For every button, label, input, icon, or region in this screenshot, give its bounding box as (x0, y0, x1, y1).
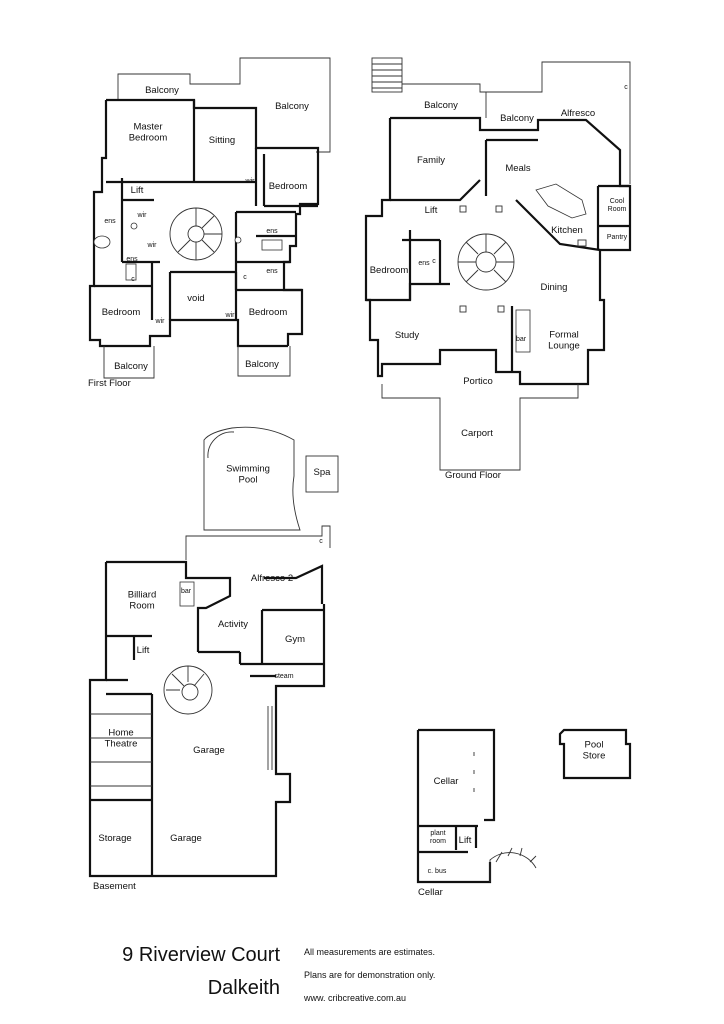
room-label-ens: ens (418, 260, 430, 267)
room-label-balcony-sw: Balcony (114, 361, 148, 372)
room-label-pantry: Pantry (607, 234, 628, 241)
room-label-ens-master: ens (104, 218, 116, 225)
room-label-wir-se: wir (225, 312, 236, 319)
room-label-bar: bar (516, 336, 527, 343)
room-label-balcony-se: Balcony (245, 359, 279, 370)
room-label-bedroom-sw: Bedroom (102, 307, 141, 318)
disclaimer-demonstration: Plans are for demonstration only. (304, 970, 436, 980)
basement-label: Basement (93, 881, 136, 892)
room-label-balcony-mid: Balcony (500, 113, 534, 124)
room-label-lift: Lift (137, 645, 150, 656)
room-label-c: c (319, 538, 323, 545)
basement-plan (88, 426, 339, 878)
room-label-meals: Meals (505, 163, 531, 174)
room-label-wir-master-b: wir (147, 242, 158, 249)
room-label-storage: Storage (98, 833, 131, 844)
room-label-balcony-right: Balcony (275, 101, 309, 112)
cellar-plan (416, 728, 632, 884)
room-label-bedroom: Bedroom (370, 265, 409, 276)
room-label-wir-ne: wir (245, 178, 256, 185)
room-label-alfresco: Alfresco (561, 108, 595, 119)
room-label-study: Study (395, 330, 420, 341)
address-line-1: 9 Riverview Court (122, 944, 280, 966)
room-label-alfresco2: Alfresco 2 (251, 573, 293, 584)
room-label-lift: Lift (459, 835, 472, 846)
room-label-c-small: c (243, 274, 247, 281)
room-label-family: Family (417, 155, 445, 166)
room-label-ens-center: ens (126, 256, 138, 263)
ground-floor-plan (364, 57, 632, 471)
room-label-lift: Lift (425, 205, 438, 216)
room-label-balcony-top: Balcony (145, 85, 179, 96)
room-label-activity: Activity (218, 619, 248, 630)
room-label-balcony-left: Balcony (424, 100, 458, 111)
room-label-sitting: Sitting (209, 135, 235, 146)
room-label-kitchen: Kitchen (551, 225, 583, 236)
room-label-c-bus: c. bus (428, 868, 447, 875)
website-link[interactable]: www. cribcreative.com.au (304, 993, 407, 1003)
first-floor-plan (88, 57, 331, 379)
room-label-dining: Dining (541, 282, 568, 293)
room-label-ens-right: ens (266, 228, 278, 235)
room-label-steam: steam (274, 673, 293, 680)
room-label-cellar: Cellar (434, 776, 459, 787)
room-label-garage-lower: Garage (170, 833, 202, 844)
room-label-lift: Lift (131, 185, 144, 196)
room-label-void: void (187, 293, 204, 304)
room-label-bar: bar (181, 588, 192, 595)
disclaimer-measurements: All measurements are estimates. (304, 947, 436, 957)
address-line-2: Dalkeith (207, 977, 280, 999)
room-label-wir-sw: wir (155, 318, 166, 325)
room-label-wir-master-a: wir (137, 212, 148, 219)
room-label-ens-right2: ens (266, 268, 278, 275)
room-label-garage-upper: Garage (193, 745, 225, 756)
room-label-gym: Gym (285, 634, 305, 645)
room-label-c-small: c (432, 258, 436, 265)
room-label-portico: Portico (463, 376, 493, 387)
ground-floor-label: Ground Floor (445, 470, 501, 481)
room-label-spa: Spa (314, 467, 332, 478)
room-label-c-left: c (131, 276, 135, 283)
room-label-bedroom-se: Bedroom (249, 307, 288, 318)
cellar-label: Cellar (418, 887, 443, 898)
room-label-bedroom-ne: Bedroom (269, 181, 308, 192)
room-label-carport: Carport (461, 428, 493, 439)
room-label-c: c (624, 84, 628, 91)
first-floor-label: First Floor (88, 378, 131, 389)
